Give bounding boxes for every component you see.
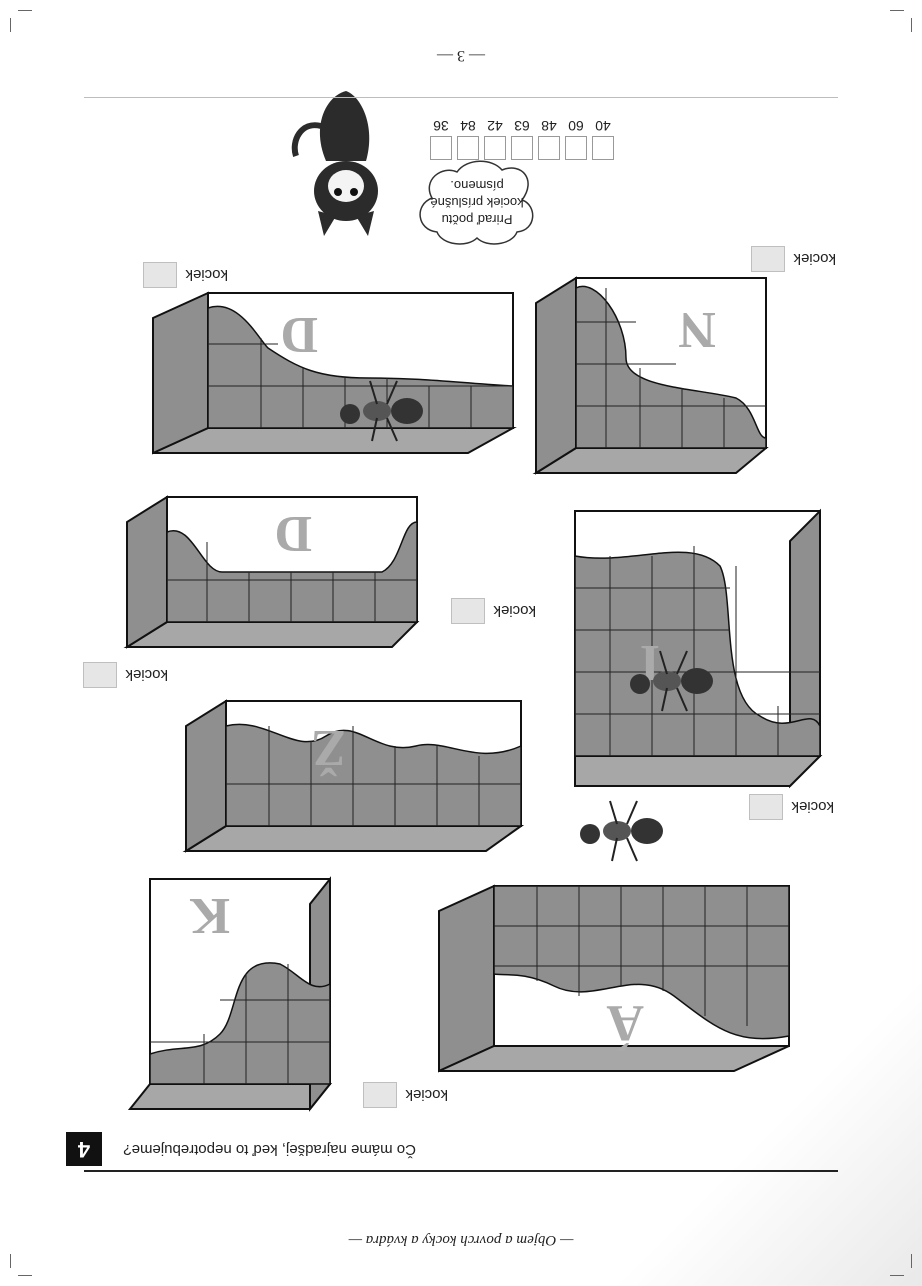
answer-box[interactable] (751, 246, 786, 272)
letter-answer-box[interactable] (457, 136, 479, 160)
block-letter: N (678, 301, 716, 358)
kociek-label: kociek (185, 266, 228, 284)
crop-mark (10, 18, 11, 32)
crop-mark (10, 1254, 11, 1268)
ant-illustration (572, 791, 672, 866)
number-cell[interactable]: 84 (455, 118, 481, 160)
block-n: N (531, 268, 776, 478)
kociek-answer-1[interactable]: kociek (363, 1082, 448, 1108)
block-d-bottom: D (148, 283, 518, 458)
crop-mark (18, 1275, 32, 1276)
letter-answer-box[interactable] (565, 136, 587, 160)
number-value: 48 (541, 118, 557, 134)
number-value: 63 (514, 118, 530, 134)
number-cell[interactable]: 36 (428, 118, 454, 160)
answer-box[interactable] (363, 1082, 398, 1108)
block-i: I (565, 506, 830, 796)
cloud-text-line: kociek príslušné (430, 195, 523, 210)
number-cell[interactable]: 63 (509, 118, 535, 160)
block-z-caron: Ž (181, 691, 526, 856)
ant-illustration (332, 371, 432, 446)
number-value: 42 (487, 118, 503, 134)
letter-answer-box[interactable] (592, 136, 614, 160)
crop-mark (911, 1254, 912, 1268)
kociek-label: kociek (791, 798, 834, 816)
block-letter: D (274, 505, 312, 562)
ant-illustration (622, 641, 722, 716)
crop-mark (18, 10, 32, 11)
number-cell[interactable]: 60 (563, 118, 589, 160)
block-d-middle: D (122, 487, 422, 652)
kociek-label: kociek (793, 250, 836, 268)
page-number-value: 3 (457, 47, 465, 64)
letter-answer-box[interactable] (538, 136, 560, 160)
number-value: 84 (460, 118, 476, 134)
number-value: 36 (433, 118, 449, 134)
letter-answer-box[interactable] (430, 136, 452, 160)
task-number-badge: 4 (66, 1132, 102, 1166)
cloud-text-line: písmeno. (450, 178, 503, 193)
block-letter: Ž (311, 719, 346, 777)
block-k: K (125, 874, 340, 1114)
answer-box[interactable] (451, 598, 486, 624)
kociek-label: kociek (493, 602, 536, 620)
block-letter: D (280, 306, 318, 363)
number-cell[interactable]: 48 (536, 118, 562, 160)
block-a-acute: Á (434, 876, 794, 1086)
crop-mark (890, 1275, 904, 1276)
block-letter: K (189, 887, 230, 944)
kociek-answer-6[interactable]: kociek (143, 262, 228, 288)
answer-box[interactable] (83, 662, 118, 688)
number-value: 60 (568, 118, 584, 134)
kociek-label: kociek (405, 1086, 448, 1104)
page-number: — 3 — (437, 47, 485, 64)
number-value: 40 (595, 118, 611, 134)
kociek-answer-2[interactable]: kociek (749, 794, 834, 820)
letter-answer-box[interactable] (511, 136, 533, 160)
instruction-cloud: Priraď počtu kociek príslušné písmeno. (412, 150, 542, 250)
task-divider (84, 1170, 838, 1172)
number-answer-row: 40 60 48 63 42 84 36 (427, 118, 616, 160)
task-question: Čo máme najradšej, keď to nepotrebujeme? (123, 1141, 416, 1158)
cat-illustration (286, 81, 406, 236)
number-cell[interactable]: 40 (590, 118, 616, 160)
kociek-label: kociek (125, 666, 168, 684)
page-top-rule (84, 97, 838, 98)
kociek-answer-3[interactable]: kociek (83, 662, 168, 688)
block-letter: Á (606, 994, 644, 1052)
footer-title: — Objem a povrch kocky a kvádra — (348, 1232, 574, 1248)
answer-box[interactable] (143, 262, 178, 288)
crop-mark (890, 10, 904, 11)
kociek-answer-4[interactable]: kociek (451, 598, 536, 624)
number-cell[interactable]: 42 (482, 118, 508, 160)
letter-answer-box[interactable] (484, 136, 506, 160)
crop-mark (911, 18, 912, 32)
answer-box[interactable] (749, 794, 784, 820)
cloud-text-line: Priraď počtu (442, 212, 513, 227)
kociek-answer-5[interactable]: kociek (751, 246, 836, 272)
